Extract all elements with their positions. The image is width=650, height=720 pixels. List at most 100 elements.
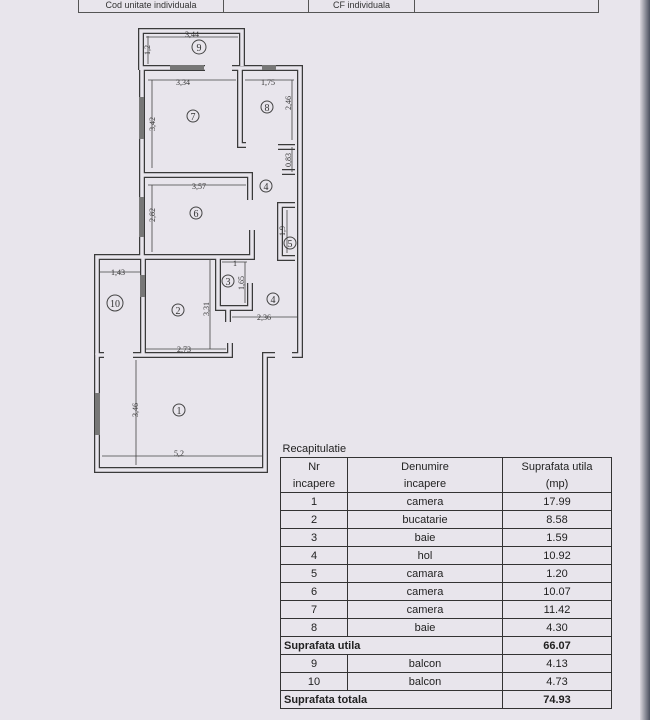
dim-3-height: 1,65	[237, 276, 246, 290]
cell-name: camara	[347, 564, 503, 583]
cell-nr: 4	[280, 546, 348, 565]
cell-nr: 3	[280, 528, 348, 547]
header-suprafata: Suprafata utila	[502, 457, 612, 475]
cell-nr: 2	[280, 510, 348, 529]
windows	[95, 65, 276, 435]
cod-unitate-value	[223, 0, 308, 12]
room-label-10: 10	[106, 294, 124, 312]
room-label-8: 8	[260, 100, 274, 114]
svg-text:10: 10	[110, 299, 120, 310]
window	[170, 65, 204, 70]
cell-area: 4.73	[502, 672, 612, 691]
cell-area: 1.20	[502, 564, 612, 583]
window	[262, 65, 276, 70]
header-suprafata-2: (mp)	[502, 475, 612, 493]
recapitulatie-table: Recapitulatie Nr Denumire Suprafata util…	[280, 440, 612, 709]
cell-nr: 10	[280, 672, 348, 691]
dim-7-width: 3,34	[176, 78, 190, 87]
cell-nr: 9	[280, 654, 348, 673]
svg-text:9: 9	[197, 43, 202, 54]
room-label-9: 9	[191, 39, 207, 55]
cell-name: hol	[347, 546, 503, 565]
dim-4-a: 0,83	[284, 153, 293, 167]
window	[140, 275, 145, 297]
dim-1-width: 5,2	[174, 449, 184, 458]
window	[95, 393, 100, 435]
svg-text:6: 6	[194, 209, 199, 220]
table-title: Recapitulatie	[280, 440, 503, 458]
dim-2-height: 3,31	[202, 302, 211, 316]
cf-value	[414, 0, 599, 12]
dim-5-height: 1,9	[278, 226, 287, 236]
cell-area: 4.13	[502, 654, 612, 673]
cell-name: camera	[347, 492, 503, 511]
cod-unitate-label: Cod unitate individuala	[78, 0, 223, 12]
room-label-6: 6	[189, 206, 203, 220]
room-label-7: 7	[186, 109, 200, 123]
cell-area: 10.92	[502, 546, 612, 565]
svg-text:8: 8	[265, 103, 270, 114]
walls-fill	[95, 29, 302, 472]
utila-label: Suprafata utila	[280, 636, 503, 655]
cell-area: 4.30	[502, 618, 612, 637]
cf-label: CF individuala	[308, 0, 414, 12]
header-denumire: Denumire	[347, 457, 503, 475]
cell-name: camera	[347, 600, 503, 619]
dim-9-height: 1,2	[143, 45, 152, 55]
cell-name: camera	[347, 582, 503, 601]
dimension-labels: 3,44 1,2 3,34 3,42 1,75 2,46 0,83 3,57 2…	[111, 30, 293, 458]
cell-name: baie	[347, 528, 503, 547]
dim-3-width: 1	[233, 259, 237, 268]
dim-2-width: 2,73	[177, 345, 191, 354]
room-labels: 9 7 8 4 6 5 3 4 10 2 1	[106, 39, 297, 417]
dim-8-height: 2,46	[284, 96, 293, 110]
room-label-4: 4	[259, 179, 273, 193]
header-denumire-2: incapere	[347, 475, 503, 493]
cell-nr: 6	[280, 582, 348, 601]
dim-6-height: 2,82	[148, 208, 157, 222]
cell-nr: 7	[280, 600, 348, 619]
cell-name: baie	[347, 618, 503, 637]
totala-label: Suprafata totala	[280, 690, 503, 709]
svg-text:1: 1	[177, 406, 182, 417]
header-nr-2: incapere	[280, 475, 348, 493]
room-label-3: 3	[221, 274, 235, 288]
svg-text:5: 5	[288, 239, 293, 250]
room-label-1: 1	[172, 403, 186, 417]
window	[139, 97, 144, 139]
svg-text:4: 4	[271, 295, 276, 306]
dim-4-width: 2,36	[257, 313, 271, 322]
dim-6-width: 3,57	[192, 182, 206, 191]
cell-area: 11.42	[502, 600, 612, 619]
window	[139, 197, 144, 237]
cell-area: 8.58	[502, 510, 612, 529]
dim-9-width: 3,44	[185, 30, 199, 39]
svg-text:3: 3	[226, 277, 231, 288]
cell-nr: 8	[280, 618, 348, 637]
cell-area: 10.07	[502, 582, 612, 601]
cell-name: balcon	[347, 672, 503, 691]
cell-nr: 5	[280, 564, 348, 583]
cell-name: balcon	[347, 654, 503, 673]
dim-10-width: 1,43	[111, 268, 125, 277]
room-label-2: 2	[171, 303, 185, 317]
utila-value: 66.07	[502, 636, 612, 655]
cell-area: 1.59	[502, 528, 612, 547]
totala-value: 74.93	[502, 690, 612, 709]
cell-name: bucatarie	[347, 510, 503, 529]
walls-outline	[94, 28, 303, 473]
dim-1-height: 3,46	[131, 403, 140, 417]
room-label-5: 5	[283, 236, 297, 250]
